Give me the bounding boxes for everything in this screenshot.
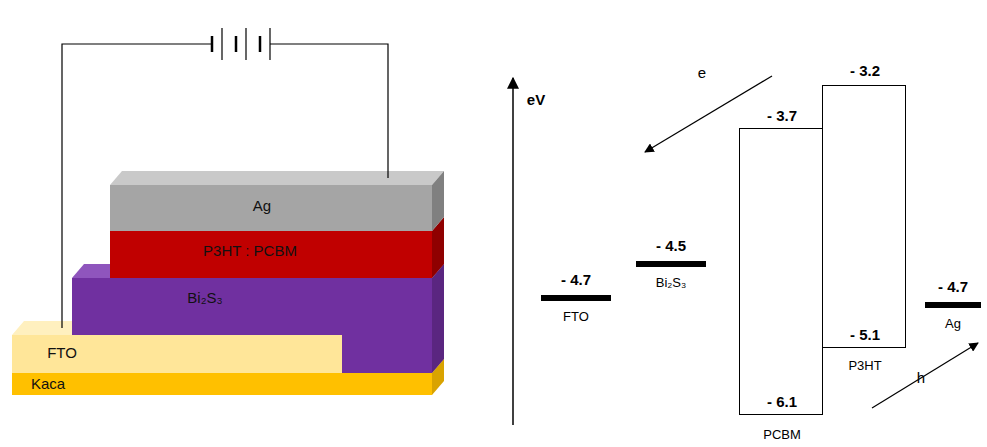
level-bar <box>541 295 611 301</box>
energy-value: - 5.1 <box>850 327 880 344</box>
hole-label: h <box>917 370 925 387</box>
layer-label: Ag <box>253 198 271 215</box>
hole-arrow <box>872 343 978 408</box>
silver-layer: Ag <box>110 185 432 231</box>
axis-unit: eV <box>527 92 545 109</box>
fto-layer: FTO <box>12 335 342 373</box>
energy-level: - 4.5Bi₂S₃ <box>636 232 706 296</box>
layer-label: P3HT : PCBM <box>203 243 297 260</box>
material-name: P3HT <box>848 359 881 373</box>
material-name: PCBM <box>763 428 801 442</box>
layer-label: FTO <box>47 345 77 362</box>
energy-level: - 4.7FTO <box>541 266 611 330</box>
band-box: - 3.7- 6.1PCBM <box>739 128 823 415</box>
layer-label: Bi₂S₃ <box>187 290 222 307</box>
level-bar <box>636 261 706 267</box>
material-name: Ag <box>945 317 961 331</box>
wire <box>270 44 388 178</box>
layer-label: Kaca <box>31 376 65 393</box>
bi2s3-side <box>432 264 444 373</box>
energy-value: - 4.7 <box>561 272 591 289</box>
ag-top <box>110 171 444 185</box>
band-box: - 3.2- 5.1P3HT <box>822 85 906 348</box>
energy-value: - 6.1 <box>767 394 797 411</box>
glass-layer: Kaca <box>12 373 432 395</box>
battery-symbol <box>212 28 270 60</box>
energy-axis <box>512 78 514 425</box>
energy-value: - 4.5 <box>656 238 686 255</box>
energy-value: - 3.7 <box>767 108 797 125</box>
material-name: Bi₂S₃ <box>656 276 687 290</box>
electron-label: e <box>698 65 706 82</box>
energy-value: - 3.2 <box>850 63 880 80</box>
material-name: FTO <box>563 310 589 324</box>
level-bar <box>925 302 981 308</box>
active-layer: P3HT : PCBM <box>110 231 432 278</box>
energy-level: - 4.7Ag <box>925 273 981 337</box>
energy-value: - 4.7 <box>938 279 968 296</box>
ag-side <box>432 171 444 231</box>
